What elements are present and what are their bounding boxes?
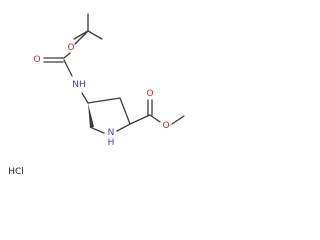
- bond-carbonyl-carbon-to-nh: [63, 59, 73, 77]
- carbamate-nh-label: NH: [72, 80, 86, 90]
- carbamate-group: [43, 36, 89, 104]
- methyl-ester-group: [129, 99, 185, 125]
- ester-carbonyl-oxygen-label: O: [146, 89, 153, 99]
- stereo-wedge-c4: [88, 103, 94, 128]
- carbamate-ether-oxygen-label: O: [67, 43, 74, 53]
- bond-ring-n-c5: [91, 127, 105, 134]
- pyrrolidine-ring: [87, 97, 131, 134]
- salt-label: HCl: [8, 167, 24, 177]
- ring-nitrogen-hydrogen-label: H: [108, 138, 115, 148]
- bond-ether-oxygen-to-tbu: [74, 36, 83, 45]
- carbamate-carbonyl-oxygen-label: O: [33, 55, 40, 65]
- bond-tbu-methyl-left: [73, 30, 89, 40]
- bond-tbu-to-oxygen: [81, 30, 89, 38]
- bond-ring-c3-c2: [119, 97, 131, 125]
- ester-ether-oxygen-label: O: [162, 121, 169, 131]
- bond-nh-to-ring-carbon: [81, 92, 89, 104]
- bond-ester-carbon-to-ether-oxygen: [149, 114, 161, 123]
- bond-ether-oxygen-to-carbonyl-carbon: [63, 52, 71, 59]
- bond-ring-c4-c3: [87, 97, 121, 104]
- tert-butyl-group: [73, 13, 103, 40]
- bond-ring-c2-n: [116, 123, 131, 132]
- bond-tbu-methyl-right: [87, 30, 103, 40]
- molecule-structure: O O NH N H O O HCl: [8, 13, 185, 177]
- bond-ring-c2-to-ester-carbon: [129, 114, 151, 125]
- ring-nitrogen-label: N: [108, 128, 115, 138]
- bond-ether-oxygen-to-methyl: [171, 115, 185, 125]
